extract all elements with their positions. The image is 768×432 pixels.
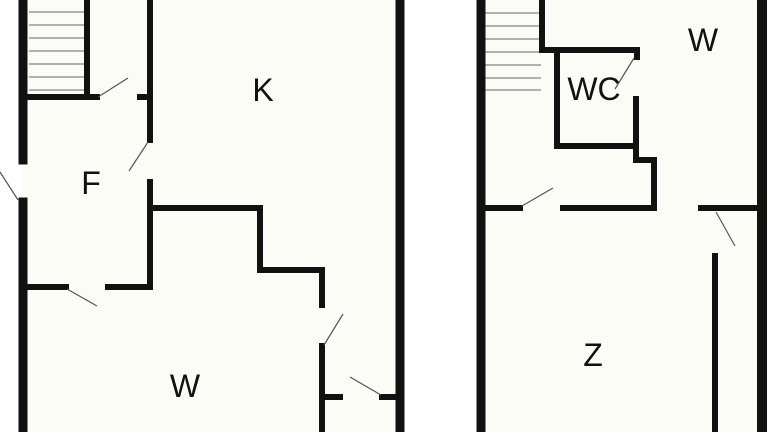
right-floor [479,0,768,432]
stairs-right [485,12,541,91]
walls-left [18,0,405,432]
room-label-living: W [169,368,201,404]
stairs-left [29,11,85,91]
left-floor [23,0,404,432]
room-label-kitchen: K [252,72,274,108]
room-label-bedroom: Z [583,337,603,373]
right-plan [476,0,768,432]
doors-left [0,77,382,396]
left-plan [0,0,405,432]
walls-right [476,0,767,432]
room-label-upper-room: W [687,22,719,58]
room-label-hall: F [81,165,101,201]
room-label-toilet: WC [567,71,621,107]
doors-right [521,57,736,247]
